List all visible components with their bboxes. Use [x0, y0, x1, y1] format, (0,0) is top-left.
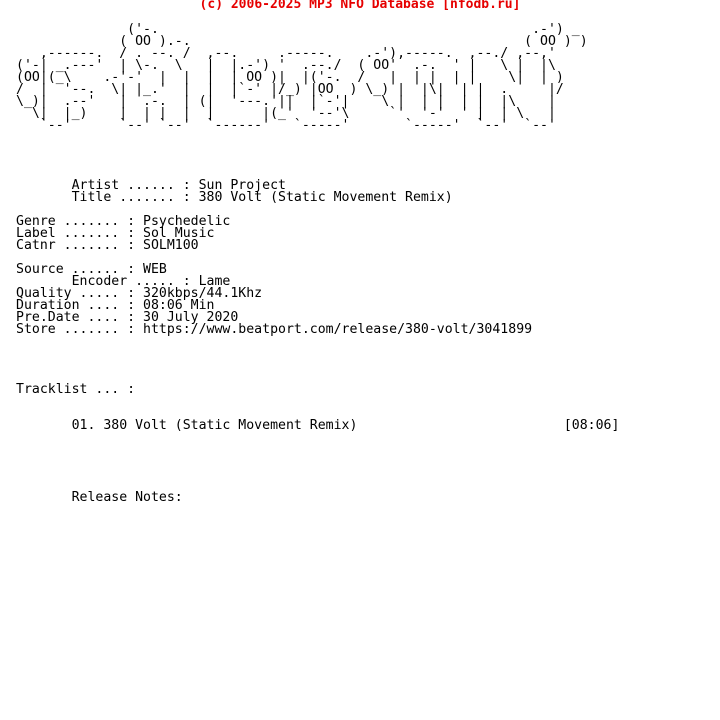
copyright-header: (c) 2006-2025 MP3 NFO Database [nfodb.ru… — [199, 0, 521, 12]
ascii-logo-line: `--' `--' `--' `------' `-----' `-----' … — [16, 118, 556, 133]
nfo-text-block: ('-. .-') _ ( OO ).-. ( OO ) ) ,------. … — [16, 12, 619, 504]
duration-line: Duration .... : 08:06 Min — [16, 298, 215, 313]
artist-line: Artist ...... : Sun Project — [16, 178, 286, 193]
predate-line: Pre.Date .... : 30 July 2020 — [16, 310, 239, 325]
genre-line: Genre ....... : Psychedelic — [16, 214, 231, 229]
ascii-logo-line: ('-. .-') _ — [16, 22, 580, 37]
catnr-line: Catnr ....... : SOLM100 — [16, 238, 199, 253]
encoder-line: Encoder ..... : Lame — [16, 274, 231, 289]
ascii-logo-line: \_)| .--' | .-. | (| '---.'|| |`-'| \ | … — [16, 94, 556, 109]
ascii-logo-line: ,------. / . --. / ,--. .-----. .-'),---… — [16, 46, 556, 61]
source-line: Source ...... : WEB — [16, 262, 167, 277]
ascii-logo-line: ( OO ).-. ( OO ) ) — [16, 34, 588, 49]
ascii-logo-line: \| |_) | | | | | |(_' '--'\ `' '-' ' | |… — [16, 106, 556, 121]
tracklist-heading: Tracklist ... : — [16, 382, 136, 397]
ascii-logo-line: (OO|(_\ .-'-' | | | | OO )| |('-. / | | … — [16, 70, 564, 85]
store-line: Store ....... : https://www.beatport.com… — [16, 322, 533, 337]
quality-line: Quality ..... : 320kbps/44.1Khz — [16, 286, 263, 301]
label-line: Label ....... : Sol Music — [16, 226, 215, 241]
title-line: Title ....... : 380 Volt (Static Movemen… — [16, 190, 453, 205]
ascii-logo-line: / | '--. \| |_.' | | |`-' |/_) |OO ) \_)… — [16, 82, 564, 97]
track-row: 01. 380 Volt (Static Movement Remix) [08… — [16, 418, 620, 433]
release-notes-heading: Release Notes: — [16, 490, 183, 505]
ascii-logo-line: ('-| _.---' | \-. \ | |.-') ' .--./ ( OO… — [16, 58, 556, 73]
